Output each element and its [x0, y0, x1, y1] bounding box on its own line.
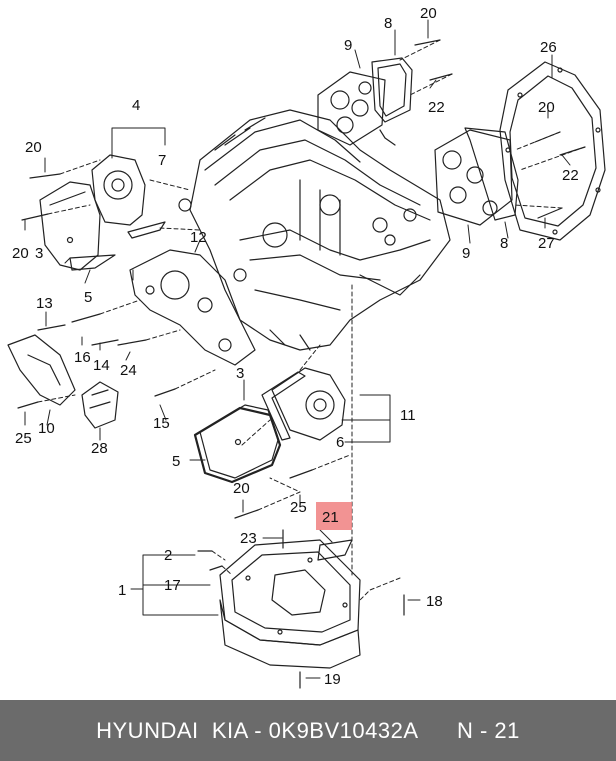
gasket-6 [261, 371, 306, 441]
label-25-center: 25 [290, 499, 307, 516]
footer-bar: HYUNDAI KIA - 0K9BV10432A N - 21 [0, 700, 616, 761]
label-20-left: 20 [12, 245, 29, 262]
lower-rear-cover-9 [434, 129, 513, 226]
label-24: 24 [120, 362, 137, 379]
label-15: 15 [153, 415, 170, 432]
parts-diagram: 4 7 20 20 3 5 12 13 16 14 24 15 25 10 28… [7, 5, 606, 689]
label-3-left: 3 [35, 245, 43, 262]
bracket-12 [129, 249, 256, 366]
label-12: 12 [190, 229, 207, 246]
label-9-right: 9 [462, 245, 470, 262]
label-16: 16 [74, 349, 91, 366]
bolts [17, 39, 586, 689]
upper-rear-cover-9 [317, 71, 386, 146]
label-3-center: 3 [236, 365, 244, 382]
gasket-5-lower [193, 406, 282, 484]
label-14: 14 [93, 357, 110, 374]
label-7: 7 [158, 152, 166, 169]
label-5-left: 5 [84, 289, 92, 306]
label-23: 23 [240, 530, 257, 547]
timing-cover-3 [199, 404, 279, 479]
label-28: 28 [91, 440, 108, 457]
label-25-left: 25 [15, 430, 32, 447]
label-19: 19 [324, 671, 341, 688]
cover-4 [91, 154, 146, 226]
label-8-top: 8 [384, 15, 392, 32]
label-5-center: 5 [172, 453, 180, 470]
label-10: 10 [38, 420, 55, 437]
upper-cover-3 [39, 181, 101, 271]
cover-11 [271, 367, 346, 441]
oil-pan-1 [219, 539, 361, 669]
label-20-top: 20 [420, 5, 437, 22]
label-20-center: 20 [233, 480, 250, 497]
label-11: 11 [400, 407, 416, 424]
lower-cover-10 [7, 334, 76, 406]
label-13: 13 [36, 295, 53, 312]
baffle-21 [317, 539, 353, 561]
part-number-caption: HYUNDAI KIA - 0K9BV10432A N - 21 [96, 718, 520, 743]
label-26: 26 [540, 39, 557, 56]
label-22-top: 22 [428, 99, 445, 116]
label-4: 4 [132, 97, 140, 114]
label-17: 17 [164, 577, 181, 594]
dashed-guide-lines [37, 39, 586, 601]
highlight-box-21 [316, 502, 352, 530]
label-22-right: 22 [562, 167, 579, 184]
bracket-28 [81, 381, 119, 429]
label-27: 27 [538, 235, 555, 252]
seal-5-upper [69, 254, 116, 271]
label-8-right: 8 [500, 235, 508, 252]
engine-block [178, 109, 451, 351]
gasket-7 [127, 221, 166, 239]
label-21: 21 [322, 509, 339, 526]
housing-gasket-26 [499, 61, 606, 241]
label-6: 6 [336, 434, 344, 451]
label-1: 1 [118, 582, 126, 599]
label-20-top-left: 20 [25, 139, 42, 156]
label-2: 2 [164, 547, 172, 564]
label-18: 18 [426, 593, 443, 610]
label-20-right: 20 [538, 99, 555, 116]
diagram-svg: 4 7 20 20 3 5 12 13 16 14 24 15 25 10 28… [7, 5, 606, 689]
part-labels: 4 7 20 20 3 5 12 13 16 14 24 15 25 10 28… [12, 5, 579, 688]
upper-gasket-8 [371, 57, 413, 123]
leader-lines [24, 19, 571, 679]
label-9-top: 9 [344, 37, 352, 54]
